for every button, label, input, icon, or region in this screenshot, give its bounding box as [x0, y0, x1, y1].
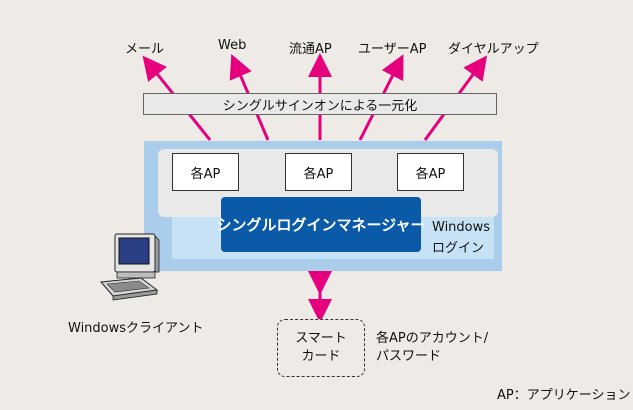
ap-box-label: 各AP [190, 166, 221, 182]
client-label: Windowsクライアント [68, 321, 204, 336]
account-note-line1: 各APのアカウント/ [376, 331, 489, 346]
smartcard-line2: カード [301, 349, 341, 364]
ap-box-label: 各AP [303, 166, 334, 182]
legend-note: AP：アプリケーション [497, 388, 631, 403]
ap-box-label: 各AP [415, 166, 446, 182]
target-label-web: Web [218, 38, 247, 53]
manager-label: シングルログインマネージャー [216, 216, 426, 234]
target-label-dialup: ダイヤルアップ [448, 42, 539, 57]
target-label-ryutsu-ap: 流通AP [289, 42, 332, 57]
account-note-line2: パスワード [376, 349, 442, 364]
computer-icon [99, 233, 160, 301]
smartcard-line1: スマート [295, 331, 347, 346]
target-label-user-ap: ユーザーAP [358, 42, 427, 57]
sso-bar: シングルサインオンによる一元化 [143, 93, 497, 115]
target-label-mail: メール [125, 42, 165, 57]
single-login-manager-box: シングルログインマネージャー [217, 197, 425, 252]
windows-login-line2: ログイン [432, 241, 485, 256]
windows-login-line1: Windows [432, 220, 491, 235]
ap-box-3: 各AP [397, 153, 464, 191]
ap-box-2: 各AP [285, 153, 352, 191]
smartcard-box: スマート カード [277, 319, 365, 377]
sso-bar-label: シングルサインオンによる一元化 [222, 98, 418, 114]
ap-box-1: 各AP [172, 153, 239, 191]
